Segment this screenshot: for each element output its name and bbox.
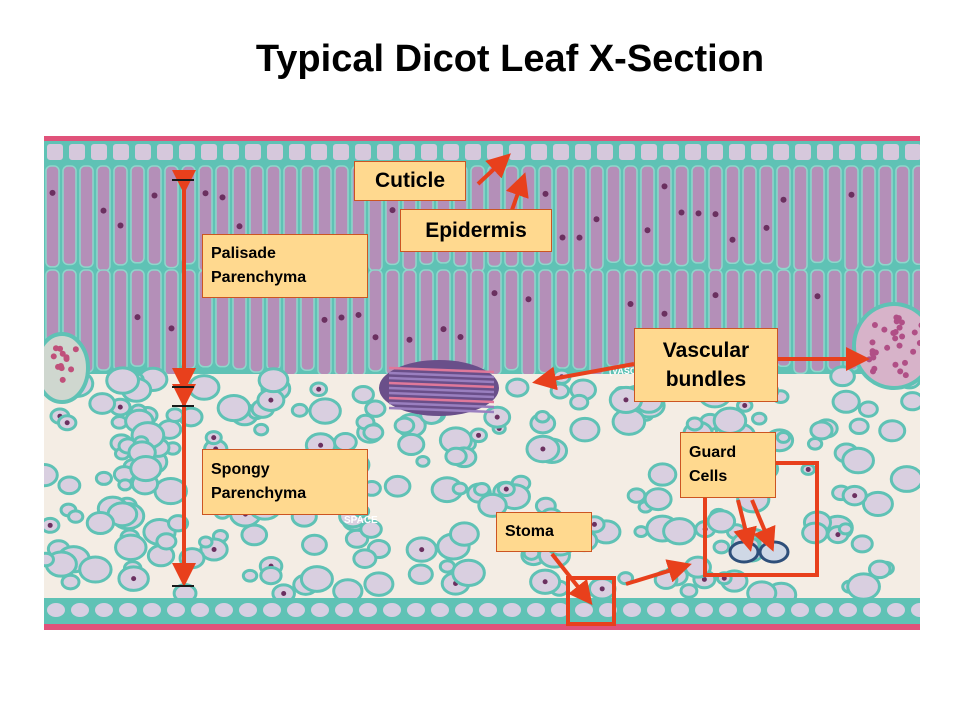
page-title: Typical Dicot Leaf X-Section (255, 38, 765, 80)
guard-cells-label: Guard Cells (680, 432, 776, 498)
vasc-label: (VASC (609, 366, 637, 376)
spongy-parenchyma-label: Spongy Parenchyma (202, 449, 368, 515)
cuticle-label: Cuticle (354, 161, 466, 201)
stoma-label: Stoma (496, 512, 592, 552)
vascular-bundles-label: Vascular bundles (634, 328, 778, 402)
epidermis-label: Epidermis (400, 209, 552, 252)
palisade-parenchyma-label: Palisade Parenchyma (202, 234, 368, 298)
space-label: SPACE (344, 515, 378, 526)
